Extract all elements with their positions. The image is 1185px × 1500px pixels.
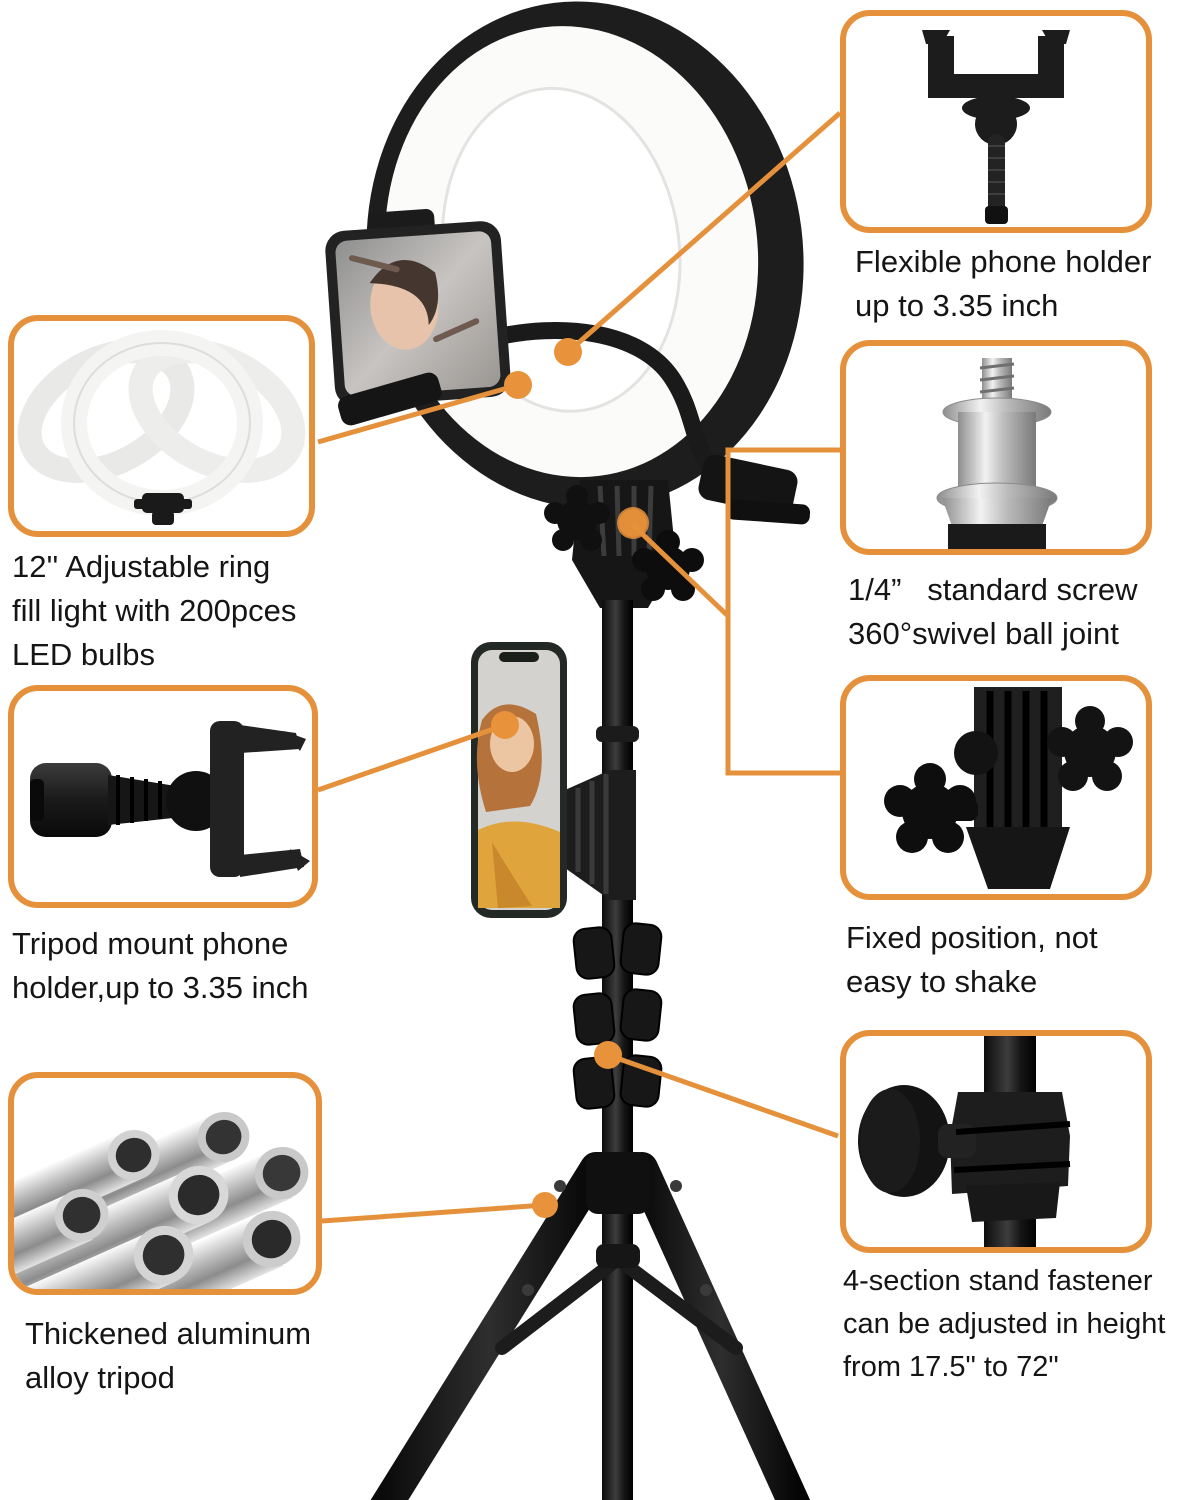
label-line: 12'' Adjustable ring bbox=[12, 549, 271, 584]
tripod-mount-phone-holder-image bbox=[30, 721, 310, 877]
label-line: LED bulbs bbox=[12, 637, 156, 672]
connector-dots bbox=[491, 338, 649, 1218]
label-line: up to 3.35 inch bbox=[855, 288, 1059, 323]
phone-on-gooseneck bbox=[325, 208, 511, 426]
callout-stand-fastener bbox=[840, 1030, 1152, 1253]
label-tripod-mount-holder: Tripod mount phone holder,up to 3.35 inc… bbox=[12, 922, 308, 1010]
label-line: can be adjusted in height bbox=[843, 1308, 1166, 1340]
gooseneck-ring-clamp bbox=[698, 454, 811, 525]
tripod-brace-left bbox=[495, 1255, 621, 1355]
label-adjustable-ring-light: 12'' Adjustable ring fill light with 200… bbox=[12, 545, 296, 677]
gooseneck-arm bbox=[483, 322, 739, 497]
label-line: alloy tripod bbox=[25, 1360, 175, 1395]
fixed-position-bracket-image bbox=[884, 687, 1133, 889]
callout-aluminum-tubes bbox=[8, 1072, 322, 1295]
label-line: from 17.5" to 72" bbox=[843, 1351, 1059, 1383]
adjustable-ring-light-image bbox=[17, 330, 306, 525]
connector-lines bbox=[317, 111, 842, 1224]
flexible-phone-holder-image bbox=[922, 30, 1070, 224]
label-line: easy to shake bbox=[846, 964, 1038, 999]
phone-clamp-bottom bbox=[338, 372, 442, 426]
label-line: Flexible phone holder bbox=[855, 244, 1152, 279]
callout-fixed-position bbox=[840, 675, 1152, 900]
portrait-phone bbox=[471, 642, 567, 918]
label-stand-fastener: 4-section stand fastener can be adjusted… bbox=[843, 1260, 1165, 1389]
star-knob-lower bbox=[884, 763, 978, 853]
tripod-leg-left bbox=[370, 1152, 612, 1500]
quarter-inch-screw-image bbox=[936, 358, 1058, 549]
tripod-brace-right bbox=[615, 1255, 743, 1355]
label-line: holder,up to 3.35 inch bbox=[12, 970, 309, 1005]
label-line: Thickened aluminum bbox=[25, 1316, 312, 1351]
callout-tripod-mount-holder bbox=[8, 685, 318, 908]
label-flexible-phone-holder: Flexible phone holder up to 3.35 inch bbox=[855, 240, 1151, 328]
four-section-stand-fastener-image bbox=[858, 1036, 1071, 1247]
label-aluminum-tripod: Thickened aluminum alloy tripod bbox=[25, 1312, 311, 1400]
label-line: 4-section stand fastener bbox=[843, 1265, 1153, 1297]
label-line: 1/4” standard screw bbox=[848, 572, 1138, 607]
label-line: 360°swivel ball joint bbox=[848, 616, 1119, 651]
label-line: fill light with 200pces bbox=[12, 593, 297, 628]
bracket-star-knob-right bbox=[632, 530, 704, 601]
tripod-collar bbox=[586, 1152, 650, 1214]
fastener-stack bbox=[572, 922, 663, 1110]
bracket-star-knob-left bbox=[544, 485, 610, 551]
callout-standard-screw bbox=[840, 340, 1152, 555]
label-standard-screw: 1/4” standard screw 360°swivel ball join… bbox=[848, 568, 1137, 656]
ring-mount-bracket bbox=[544, 480, 704, 608]
tripod bbox=[370, 1152, 811, 1500]
label-line: Fixed position, not bbox=[846, 920, 1098, 955]
star-knob-upper bbox=[954, 706, 1133, 791]
callout-flexible-phone-holder bbox=[840, 10, 1152, 233]
aluminum-alloy-tubes-image bbox=[14, 1111, 309, 1289]
callout-adjustable-ring-light bbox=[8, 315, 315, 537]
pole-joint-collar bbox=[596, 726, 639, 742]
label-fixed-position: Fixed position, not easy to shake bbox=[846, 916, 1098, 1004]
label-line: Tripod mount phone bbox=[12, 926, 289, 961]
